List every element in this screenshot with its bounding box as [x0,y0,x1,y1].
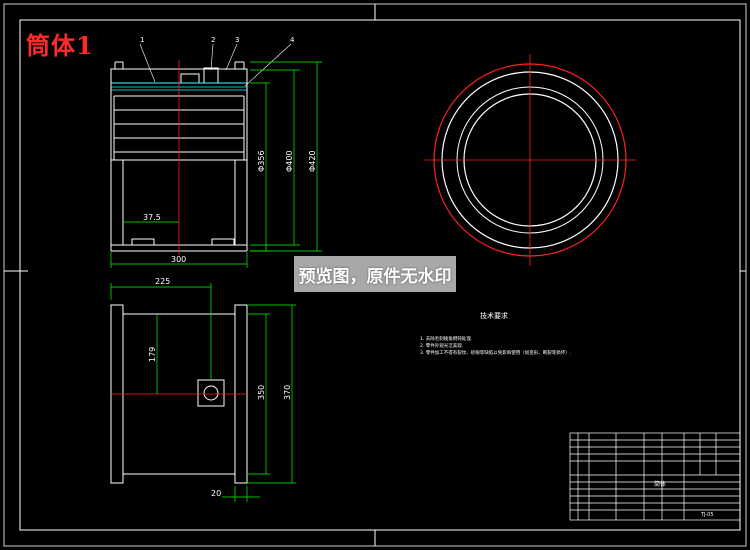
sheet-border [3,3,747,547]
watermark-banner: 预览图，原件无水印 [294,256,456,292]
drawing-title: 筒体1 [26,31,94,60]
side-view [110,283,296,502]
circular-view [424,54,636,266]
front-section-view [110,43,322,268]
title-block [569,432,741,521]
